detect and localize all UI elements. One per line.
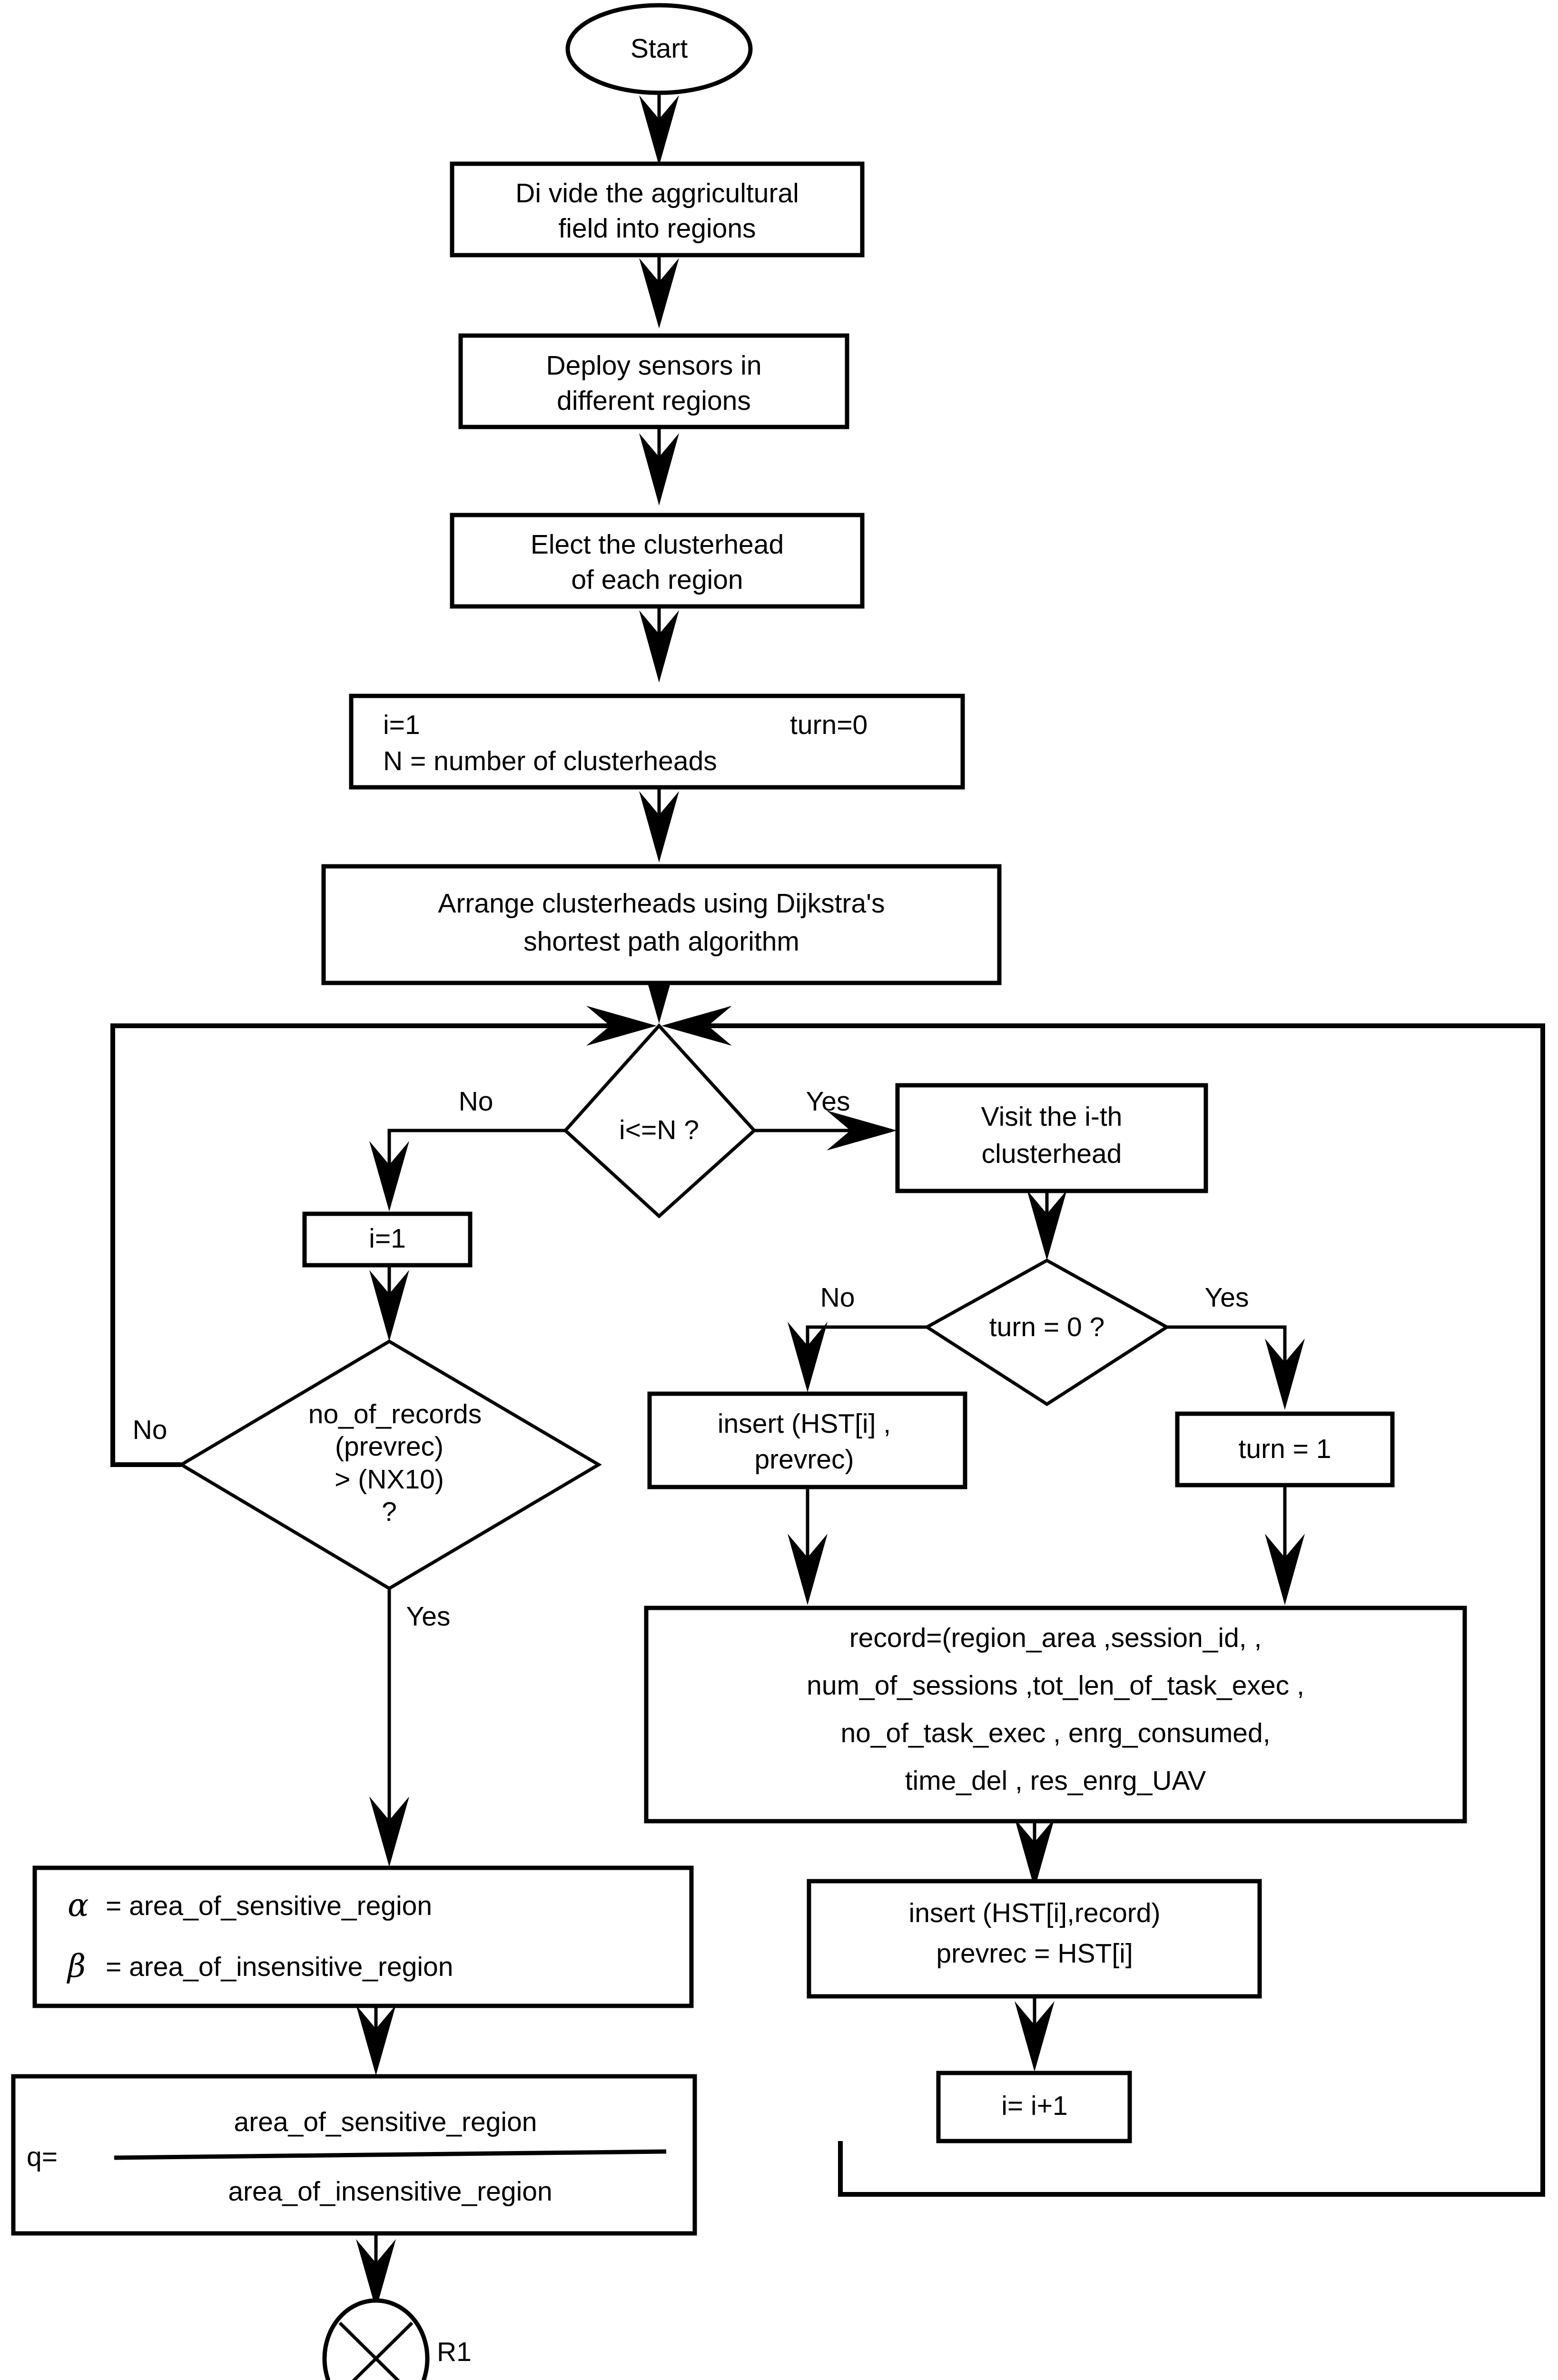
fraction-bar bbox=[114, 2149, 667, 2160]
node-record-line1: record=(region_area ,session_id, , bbox=[849, 1623, 1262, 1653]
node-elect[interactable]: Elect the clusterhead of each region bbox=[450, 513, 865, 609]
node-divide-line2: field into regions bbox=[558, 213, 756, 244]
edge-label-records-yes: Yes bbox=[406, 1601, 451, 1632]
node-alpha-rest: = area_of_sensitive_region bbox=[106, 1891, 432, 1921]
node-connector-r1-label: R1 bbox=[437, 2337, 472, 2367]
node-increment[interactable]: i= i+1 bbox=[936, 2071, 1132, 2143]
edge-label-turn-yes: Yes bbox=[1205, 1282, 1249, 1313]
edge-cond-i-no bbox=[369, 1129, 565, 1211]
edge-divide-to-deploy bbox=[639, 255, 679, 328]
edge-increment-loopback bbox=[661, 1006, 1545, 2197]
edge-start-to-divide bbox=[639, 88, 679, 166]
node-insert-record-line2: prevrec = HST[i] bbox=[936, 1938, 1133, 1969]
node-insert-prevrec[interactable]: insert (HST[i] , prevrec) bbox=[647, 1391, 967, 1489]
node-cond-i-le-n[interactable]: i<=N ? bbox=[563, 1023, 757, 1219]
node-visit-line2: clusterhead bbox=[982, 1139, 1122, 1169]
node-insert-record-line1: insert (HST[i],record) bbox=[909, 1898, 1161, 1928]
node-record[interactable]: record=(region_area ,session_id, , num_o… bbox=[644, 1606, 1467, 1824]
node-deploy-line2: different regions bbox=[557, 386, 751, 416]
node-cond-records-line2: (prevrec) bbox=[335, 1431, 444, 1462]
node-visit[interactable]: Visit the i-th clusterhead bbox=[895, 1083, 1208, 1193]
node-q-denominator: area_of_insensitive_region bbox=[228, 2176, 552, 2207]
node-cond-records-line4: ? bbox=[382, 1497, 397, 1527]
edge-deploy-to-elect bbox=[639, 427, 679, 506]
node-record-line3: no_of_task_exec , enrg_consumed, bbox=[840, 1718, 1270, 1748]
edge-condturn-no bbox=[788, 1322, 927, 1392]
node-record-line4: time_del , res_enrg_UAV bbox=[905, 1765, 1206, 1796]
edge-turnone-to-record bbox=[1265, 1485, 1305, 1605]
edge-label-i-le-n-yes: Yes bbox=[806, 1086, 850, 1117]
node-turn-one[interactable]: turn = 1 bbox=[1175, 1411, 1395, 1488]
node-init-i: i=1 bbox=[383, 710, 420, 740]
node-turn-one-label: turn = 1 bbox=[1239, 1434, 1331, 1464]
node-deploy[interactable]: Deploy sensors in different regions bbox=[458, 333, 849, 429]
node-elect-line2: of each region bbox=[571, 565, 743, 595]
node-arrange-line1: Arrange clusterheads using Dijkstra's bbox=[438, 888, 885, 919]
node-insert-prevrec-line1: insert (HST[i] , bbox=[718, 1408, 891, 1439]
node-cond-turn-label: turn = 0 ? bbox=[989, 1312, 1104, 1342]
node-start-label: Start bbox=[631, 33, 688, 64]
node-cond-turn[interactable]: turn = 0 ? bbox=[924, 1258, 1170, 1407]
node-cond-records-line3: > (NX10) bbox=[335, 1464, 444, 1495]
node-divide[interactable]: Di vide the aggricultural field into reg… bbox=[450, 161, 865, 258]
node-increment-label: i= i+1 bbox=[1001, 2091, 1067, 2121]
edge-records-no-loopback bbox=[110, 1006, 657, 1467]
edge-alphabeta-to-q bbox=[356, 2005, 396, 2075]
node-cond-records-line1: no_of_records bbox=[308, 1399, 482, 1429]
node-insert-record[interactable]: insert (HST[i],record) prevrec = HST[i] bbox=[807, 1879, 1262, 1999]
node-start[interactable]: Start bbox=[565, 3, 753, 95]
edge-insertrecord-to-increment bbox=[1015, 1996, 1055, 2072]
node-q-lhs: q= bbox=[27, 2142, 58, 2172]
edge-label-records-no: No bbox=[133, 1415, 168, 1445]
edge-records-yes bbox=[369, 1587, 409, 1867]
node-alpha-symbol: α bbox=[68, 1887, 89, 1924]
node-init[interactable]: i=1 turn=0 N = number of clusterheads bbox=[349, 694, 965, 790]
node-beta-symbol: β bbox=[66, 1948, 86, 1984]
edge-label-turn-no: No bbox=[820, 1282, 855, 1313]
node-record-line2: num_of_sessions ,tot_len_of_task_exec , bbox=[807, 1670, 1304, 1701]
node-init-n: N = number of clusterheads bbox=[383, 746, 717, 776]
node-insert-prevrec-line2: prevrec) bbox=[754, 1444, 854, 1475]
edge-record-to-insertrecord bbox=[1015, 1818, 1055, 1889]
node-elect-line1: Elect the clusterhead bbox=[531, 529, 784, 560]
node-cond-records[interactable]: no_of_records (prevrec) > (NX10) ? bbox=[178, 1339, 602, 1591]
node-deploy-line1: Deploy sensors in bbox=[546, 350, 761, 381]
edge-elect-to-init bbox=[639, 607, 679, 683]
node-alpha-beta[interactable]: α = area_of_sensitive_region β = area_of… bbox=[32, 1865, 694, 2008]
edge-visit-to-condturn bbox=[1027, 1190, 1067, 1260]
node-reset-i-label: i=1 bbox=[369, 1223, 406, 1254]
edge-cond-i-yes bbox=[753, 1111, 897, 1150]
node-cond-i-le-n-label: i<=N ? bbox=[619, 1115, 699, 1145]
node-init-turn: turn=0 bbox=[790, 710, 868, 740]
node-q-numerator: area_of_sensitive_region bbox=[234, 2107, 537, 2137]
edge-q-to-r1 bbox=[356, 2233, 396, 2310]
node-q-ratio[interactable]: q= area_of_sensitive_region area_of_inse… bbox=[11, 2074, 697, 2236]
edge-label-i-le-n-no: No bbox=[459, 1086, 493, 1117]
node-arrange[interactable]: Arrange clusterheads using Dijkstra's sh… bbox=[321, 864, 1002, 985]
edge-insertprevrec-to-record bbox=[788, 1487, 828, 1605]
edge-condturn-yes bbox=[1167, 1325, 1305, 1410]
edge-init-to-arrange bbox=[639, 788, 679, 863]
node-visit-line1: Visit the i-th bbox=[981, 1101, 1123, 1132]
edge-reseti-to-records bbox=[369, 1264, 409, 1341]
node-beta-rest: = area_of_insensitive_region bbox=[106, 1952, 453, 1982]
node-connector-r1[interactable]: R1 bbox=[322, 2298, 472, 2380]
node-arrange-line2: shortest path algorithm bbox=[523, 926, 799, 957]
node-reset-i[interactable]: i=1 bbox=[302, 1211, 473, 1268]
node-divide-line1: Di vide the aggricultural bbox=[515, 178, 799, 208]
